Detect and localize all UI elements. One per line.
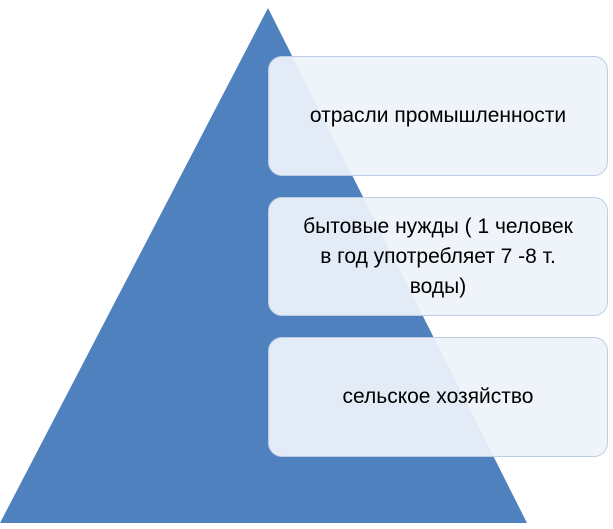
pyramid-level-2-label: бытовые нужды ( 1 человек в год употребл…: [303, 214, 573, 298]
pyramid-level-3-box: сельское хозяйство: [268, 337, 608, 457]
pyramid-level-3-label: сельское хозяйство: [342, 385, 534, 408]
pyramid-level-1-box: отрасли промышленности: [268, 56, 608, 176]
pyramid-level-1-label: отрасли промышленности: [309, 104, 567, 127]
pyramid-level-2-box: бытовые нужды ( 1 человек в год употребл…: [268, 197, 608, 316]
